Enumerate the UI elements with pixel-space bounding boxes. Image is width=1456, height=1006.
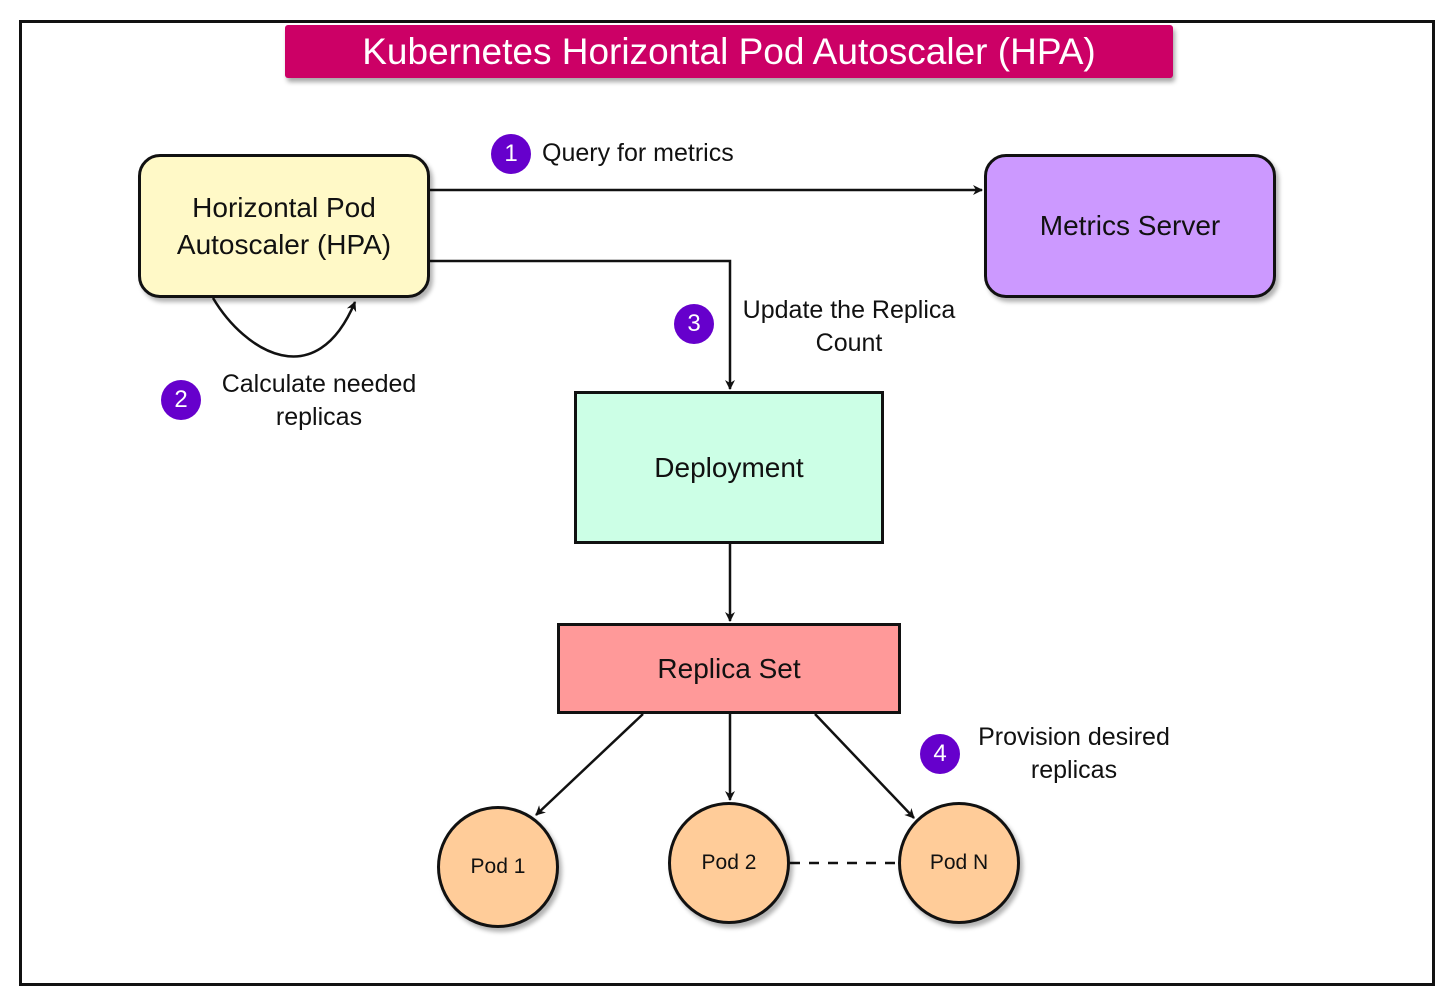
pod-2-node: Pod 2 [668,802,790,924]
metrics-server-node: Metrics Server [984,154,1276,298]
step-2-label: Calculate needed replicas [208,368,430,434]
pod-1-node: Pod 1 [437,806,559,928]
replica-set-node: Replica Set [557,623,901,714]
step-3-label: Update the Replica Count [728,294,970,360]
step-1-badge: 1 [491,134,531,174]
step-3-badge: 3 [674,304,714,344]
step-3-label-text: Update the Replica Count [742,296,956,357]
step-1-label: Query for metrics [542,139,734,167]
step-4-label: Provision desired replicas [962,721,1186,787]
edge-replicaset-to-pod1 [535,713,644,816]
step-4-badge: 4 [920,734,960,774]
deployment-node: Deployment [574,391,884,544]
pod-n-node: Pod N [898,802,1020,924]
edge-replicaset-to-podn [814,713,915,819]
step-2-label-text: Calculate needed replicas [221,370,417,431]
hpa-node: Horizontal Pod Autoscaler (HPA) [138,154,430,298]
step-4-label-text: Provision desired replicas [978,723,1170,784]
edge-hpa-self-loop [211,297,357,358]
edge-hpa-to-deployment [430,259,735,390]
step-2-badge: 2 [161,380,201,420]
diagram-title: Kubernetes Horizontal Pod Autoscaler (HP… [285,25,1173,78]
